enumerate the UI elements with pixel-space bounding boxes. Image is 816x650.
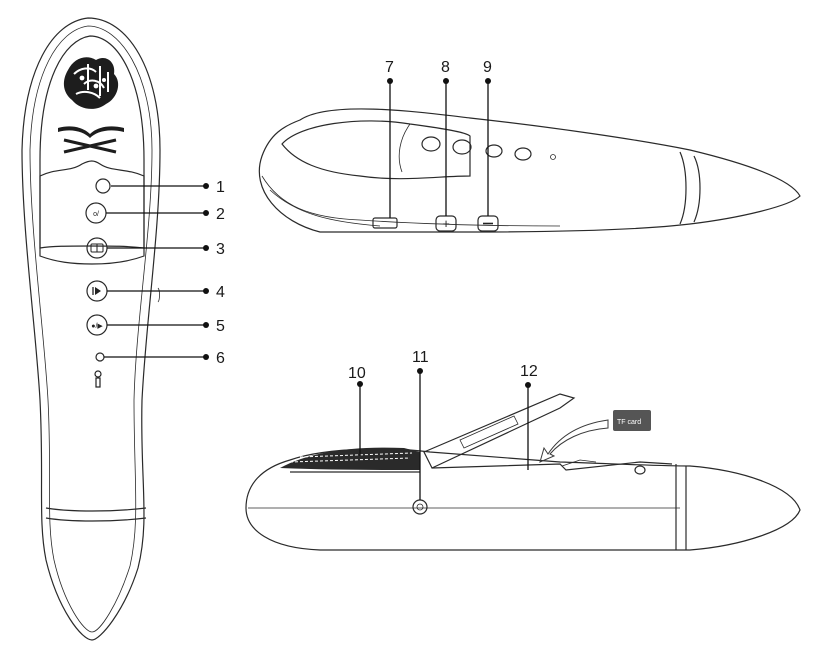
callout-4: 4: [216, 284, 225, 301]
usb-port[interactable]: [372, 217, 398, 229]
pen-side-view-top: + 7 8 9: [258, 59, 801, 233]
quran-calligraphy-logo: [63, 57, 119, 109]
callout-2: 2: [216, 206, 225, 223]
top-button-b[interactable]: [452, 139, 472, 155]
audio-jack[interactable]: [412, 499, 428, 515]
slot-hole: [634, 465, 646, 475]
callout-5: 5: [216, 318, 225, 335]
callout-7: 7: [385, 59, 394, 76]
tf-card-label: TF card: [617, 419, 641, 426]
speaker-grille: [280, 447, 420, 470]
power-toggle-icon: o/: [93, 211, 99, 218]
callout-1: 1: [216, 179, 225, 196]
callout-3: 3: [216, 241, 225, 258]
volume-plus-icon: +: [442, 216, 450, 231]
book-stand-logo: [58, 126, 124, 154]
card-slot-cover[interactable]: [423, 393, 576, 469]
top-button-c[interactable]: [485, 144, 503, 158]
callout-6: 6: [216, 350, 225, 367]
callout-8: 8: [441, 59, 450, 76]
callout-11: 11: [412, 349, 429, 366]
pen-side-view-bottom: TF card 10 11 12: [245, 349, 801, 551]
top-button-d[interactable]: [514, 147, 532, 161]
play-icon: [92, 287, 101, 295]
pen-front-view: o/ ●/▶: [21, 17, 225, 641]
top-button-a[interactable]: [421, 136, 441, 152]
indicator-hole: [550, 154, 556, 160]
light-indicator-button[interactable]: [95, 178, 111, 194]
callout-10: 10: [348, 365, 366, 382]
callout-9: 9: [483, 59, 492, 76]
record-play-icon: ●/▶: [91, 323, 103, 330]
microphone-hole: [95, 352, 105, 362]
microphone-icon: [94, 370, 102, 388]
callout-12: 12: [520, 363, 538, 380]
tf-card: TF card: [613, 410, 651, 431]
insert-arrow: [539, 419, 609, 463]
